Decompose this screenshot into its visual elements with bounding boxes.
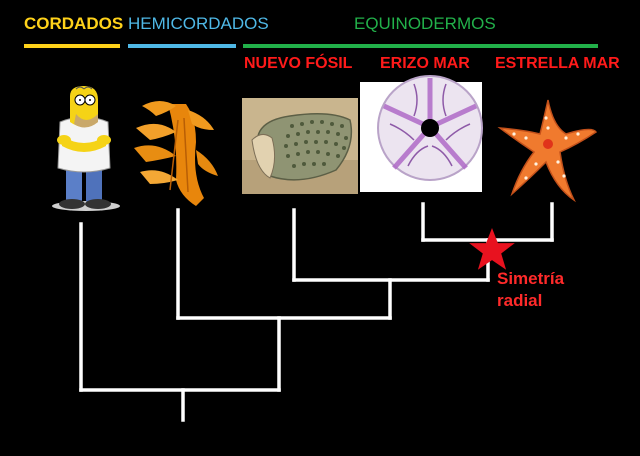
taxon-label-new-fossil: NUEVO FÓSIL (244, 55, 353, 72)
taxon-label-sea-urchin: ERIZO MAR (380, 55, 470, 72)
tree-branches (79, 202, 554, 422)
group-bar-chordates (24, 44, 120, 48)
hemichordate-image (134, 101, 218, 206)
radial-symmetry-annotation: Simetría radial (497, 268, 564, 312)
chordate-figure-image (52, 86, 120, 211)
taxon-label-starfish: ESTRELLA MAR (495, 55, 620, 72)
radial-symmetry-star-marker (469, 228, 515, 270)
group-label-chordates: CORDADOS (24, 14, 124, 33)
starfish-image (497, 99, 598, 203)
group-label-echinoderms: EQUINODERMOS (354, 14, 496, 33)
annotation-line-2: radial (497, 291, 543, 310)
annotation-line-1: Simetría (497, 269, 565, 288)
sea-urchin-image (360, 75, 483, 192)
new-fossil-image (242, 98, 358, 194)
group-bar-echinoderms (243, 44, 598, 48)
group-label-hemichordates: HEMICORDADOS (128, 14, 269, 33)
group-bar-hemichordates (128, 44, 236, 48)
